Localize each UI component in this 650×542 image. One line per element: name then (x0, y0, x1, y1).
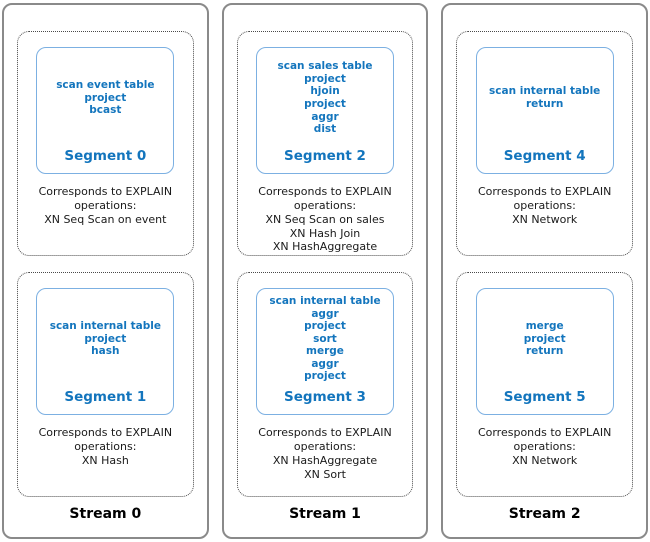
operation-step: project (304, 98, 346, 110)
segment-title: Segment 2 (284, 148, 366, 164)
explain-note: Corresponds to EXPLAIN operations: XN Se… (24, 185, 186, 227)
operation-list: merge project return (477, 289, 613, 389)
explain-heading: Corresponds to EXPLAIN operations: (477, 426, 612, 453)
operation-step: scan sales table (277, 60, 373, 73)
explain-operation: XN Network (512, 453, 578, 467)
operation-step: project (523, 332, 566, 345)
operation-step: hjoin (310, 85, 340, 98)
stream-panel-2: scan internal table return Segment 4 Cor… (441, 3, 649, 539)
explain-heading: Corresponds to EXPLAIN operations: (258, 185, 392, 212)
explain-note: Corresponds to EXPLAIN operations: XN Ne… (464, 426, 626, 468)
stream-panel-1: scan sales table project hjoin project a… (221, 3, 429, 539)
operation-step: merge (306, 345, 344, 358)
explain-operation: XN Seq Scan on event (44, 212, 167, 226)
segment-panel-2: scan sales table project hjoin project a… (236, 31, 414, 256)
operation-list: scan internal table return (477, 48, 613, 148)
operation-list: scan event table project bcast (37, 48, 173, 148)
explain-operation: XN Sort (304, 467, 346, 481)
segment-panel-4: scan internal table return Segment 4 Cor… (456, 31, 634, 256)
explain-note: Corresponds to EXPLAIN operations: XN Se… (244, 185, 406, 254)
operation-step: dist (313, 123, 337, 136)
operation-step: scan internal table (49, 320, 161, 333)
explain-operation: XN Hash (81, 453, 129, 467)
segment-operations-box-0: scan event table project bcast Segment 0 (36, 47, 175, 174)
operation-step: aggr (311, 307, 339, 320)
stream-label-2: Stream 2 (508, 506, 581, 522)
explain-note: Corresponds to EXPLAIN operations: XN Ha… (244, 426, 406, 481)
explain-operation: XN Seq Scan on sales (265, 212, 385, 226)
stream-panel-0: scan event table project bcast Segment 0… (2, 3, 209, 539)
segment-panel-1: scan internal table project hash Segment… (17, 272, 194, 497)
operation-step: project (304, 370, 346, 383)
explain-note: Corresponds to EXPLAIN operations: XN Ne… (464, 185, 626, 227)
operation-list: scan internal table project hash (37, 289, 173, 389)
explain-heading: Corresponds to EXPLAIN operations: (477, 185, 612, 212)
operation-step: aggr (311, 110, 339, 123)
segment-operations-box-4: scan internal table return Segment 4 (475, 47, 614, 174)
segment-title: Segment 5 (503, 389, 586, 405)
operation-step: project (84, 91, 127, 104)
operation-step: hash (91, 345, 120, 358)
operation-step: aggr (311, 357, 339, 370)
explain-operation: XN Network (512, 212, 578, 226)
operation-step: project (84, 332, 127, 345)
segment-panel-0: scan event table project bcast Segment 0… (17, 31, 194, 256)
stream-label-1: Stream 1 (289, 506, 361, 522)
operation-list: scan internal table aggr project sort me… (257, 289, 393, 389)
segment-panel-3: scan internal table aggr project sort me… (236, 272, 414, 497)
explain-note: Corresponds to EXPLAIN operations: XN Ha… (24, 426, 186, 468)
segment-operations-box-1: scan internal table project hash Segment… (36, 288, 175, 415)
segment-operations-box-2: scan sales table project hjoin project a… (256, 47, 394, 174)
operation-step: scan internal table (489, 85, 601, 98)
explain-heading: Corresponds to EXPLAIN operations: (38, 426, 173, 453)
operation-step: merge (525, 320, 564, 333)
operation-step: return (525, 345, 564, 358)
segment-title: Segment 0 (64, 148, 147, 164)
segment-title: Segment 3 (284, 389, 366, 405)
explain-operation: XN HashAggregate (272, 453, 378, 467)
segment-title: Segment 1 (64, 389, 147, 405)
segment-panel-5: merge project return Segment 5 Correspon… (456, 272, 634, 497)
explain-operation: XN HashAggregate (272, 240, 378, 254)
operation-step: project (304, 72, 346, 85)
segment-title: Segment 4 (503, 148, 586, 164)
operation-step: scan event table (56, 79, 155, 92)
operation-list: scan sales table project hjoin project a… (257, 48, 393, 148)
explain-operation: XN Hash Join (289, 226, 361, 240)
operation-step: bcast (89, 104, 122, 117)
explain-heading: Corresponds to EXPLAIN operations: (38, 185, 173, 212)
segment-operations-box-3: scan internal table aggr project sort me… (256, 288, 394, 415)
operation-step: project (304, 320, 346, 333)
operation-step: sort (313, 332, 337, 345)
stream-label-0: Stream 0 (69, 506, 142, 522)
segment-operations-box-5: merge project return Segment 5 (475, 288, 614, 415)
operation-step: scan internal table (269, 294, 381, 307)
operation-step: return (525, 98, 564, 110)
explain-heading: Corresponds to EXPLAIN operations: (258, 426, 392, 453)
